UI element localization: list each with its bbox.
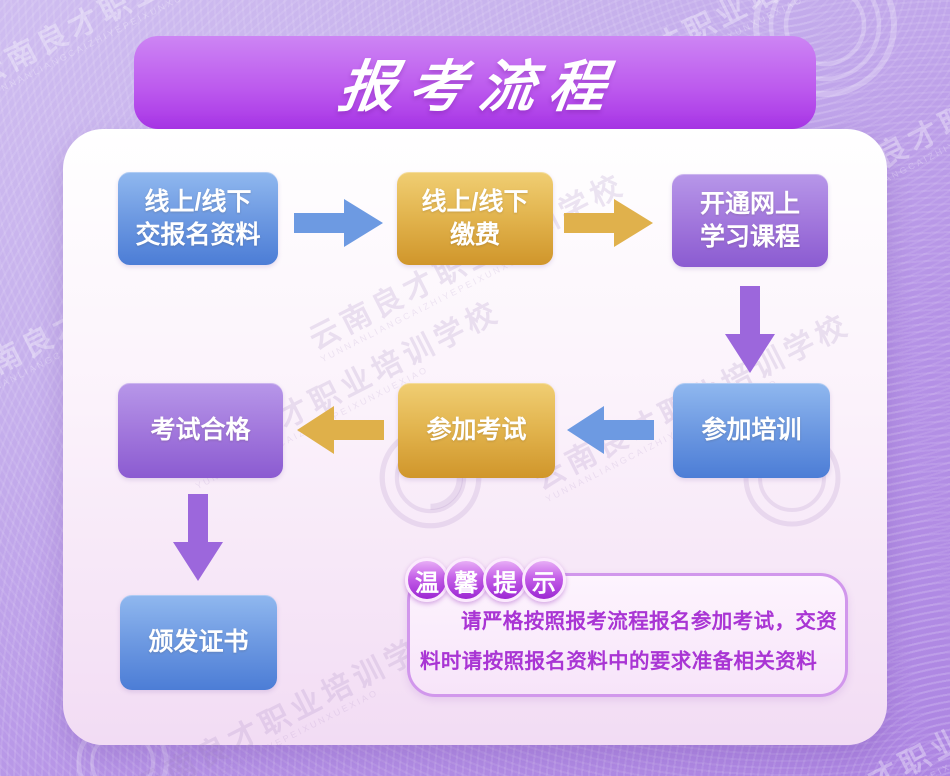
tips-badge-char: 温 bbox=[405, 558, 449, 602]
arrow-down-icon bbox=[725, 286, 775, 373]
step-box-issue-certificate: 颁发证书 bbox=[120, 595, 277, 690]
page-title: 报考流程 bbox=[335, 55, 624, 118]
title-banner: 报考流程 bbox=[134, 36, 816, 129]
tips-text-line: 料时请按照报名资料中的要求准备相关资料 bbox=[420, 650, 818, 673]
arrow-down-icon bbox=[173, 494, 223, 581]
step-box-open-course: 开通网上 学习课程 bbox=[672, 174, 828, 267]
step-box-pass-exam: 考试合格 bbox=[118, 383, 283, 478]
step-box-attend-training: 参加培训 bbox=[673, 383, 830, 478]
arrow-right-icon bbox=[564, 199, 653, 247]
step-box-take-exam: 参加考试 bbox=[398, 383, 555, 478]
tips-badge-char: 馨 bbox=[444, 558, 488, 602]
arrow-right-icon bbox=[294, 199, 383, 247]
arrow-left-icon bbox=[567, 406, 654, 454]
tips-text-line: 请严格按照报考流程报名参加考试，交资 bbox=[461, 610, 838, 633]
tips-badge-char: 提 bbox=[483, 558, 527, 602]
step-box-submit-materials: 线上/线下 交报名资料 bbox=[118, 172, 278, 265]
tips-badge-char: 示 bbox=[522, 558, 566, 602]
tips-text: 请严格按照报考流程报名参加考试，交资 料时请按照报名资料中的要求准备相关资料 bbox=[420, 602, 844, 682]
arrow-left-icon bbox=[297, 406, 384, 454]
step-box-pay-fee: 线上/线下 缴费 bbox=[397, 172, 553, 265]
